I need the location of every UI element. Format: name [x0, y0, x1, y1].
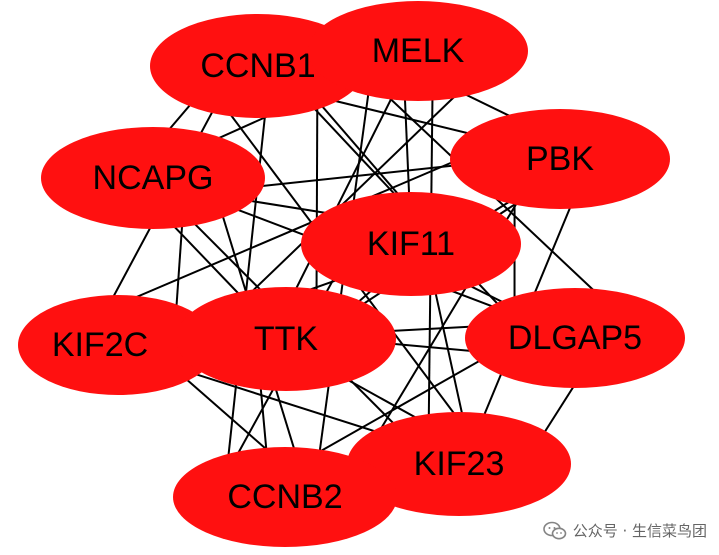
watermark: 公众号 · 生信菜鸟团 — [542, 520, 707, 541]
node-melk[interactable]: MELK — [308, 1, 528, 101]
watermark-text: 公众号 · 生信菜鸟团 — [572, 522, 707, 540]
node-shape-ccnb2[interactable] — [173, 447, 397, 547]
node-shape-pbk[interactable] — [450, 109, 670, 209]
node-shape-ttk[interactable] — [176, 287, 396, 391]
node-label-melk: MELK — [372, 32, 465, 70]
node-kif11[interactable]: KIF11 — [301, 192, 521, 296]
node-label-dlgap5: DLGAP5 — [508, 319, 642, 357]
node-label-ccnb1: CCNB1 — [200, 47, 315, 85]
wechat-icon — [542, 521, 566, 539]
node-label-kif23: KIF23 — [414, 445, 505, 483]
node-label-ncapg: NCAPG — [93, 159, 214, 197]
node-ccnb2[interactable]: CCNB2 — [173, 447, 397, 547]
node-label-pbk: PBK — [526, 140, 594, 178]
node-kif2c[interactable]: KIF2C — [18, 295, 218, 395]
node-ncapg[interactable]: NCAPG — [41, 127, 265, 229]
node-shape-kif11[interactable] — [301, 192, 521, 296]
edge-pbk-kif2c — [76, 141, 500, 324]
node-label-kif11: KIF11 — [367, 225, 455, 263]
node-pbk[interactable]: PBK — [450, 109, 670, 209]
node-dlgap5[interactable]: DLGAP5 — [465, 288, 685, 388]
node-shape-kif23[interactable] — [347, 412, 571, 516]
node-shape-dlgap5[interactable] — [465, 288, 685, 388]
node-ttk[interactable]: TTK — [176, 287, 396, 391]
node-label-kif2c: KIF2C — [52, 326, 148, 364]
node-label-ttk: TTK — [254, 320, 319, 358]
node-label-ccnb2: CCNB2 — [227, 478, 342, 516]
node-shape-melk[interactable] — [308, 1, 528, 101]
node-shape-kif2c[interactable] — [18, 295, 218, 395]
node-kif23[interactable]: KIF23 — [347, 412, 571, 516]
edge-ccnb1-ccnb2 — [222, 42, 274, 503]
node-shape-ncapg[interactable] — [41, 127, 265, 229]
